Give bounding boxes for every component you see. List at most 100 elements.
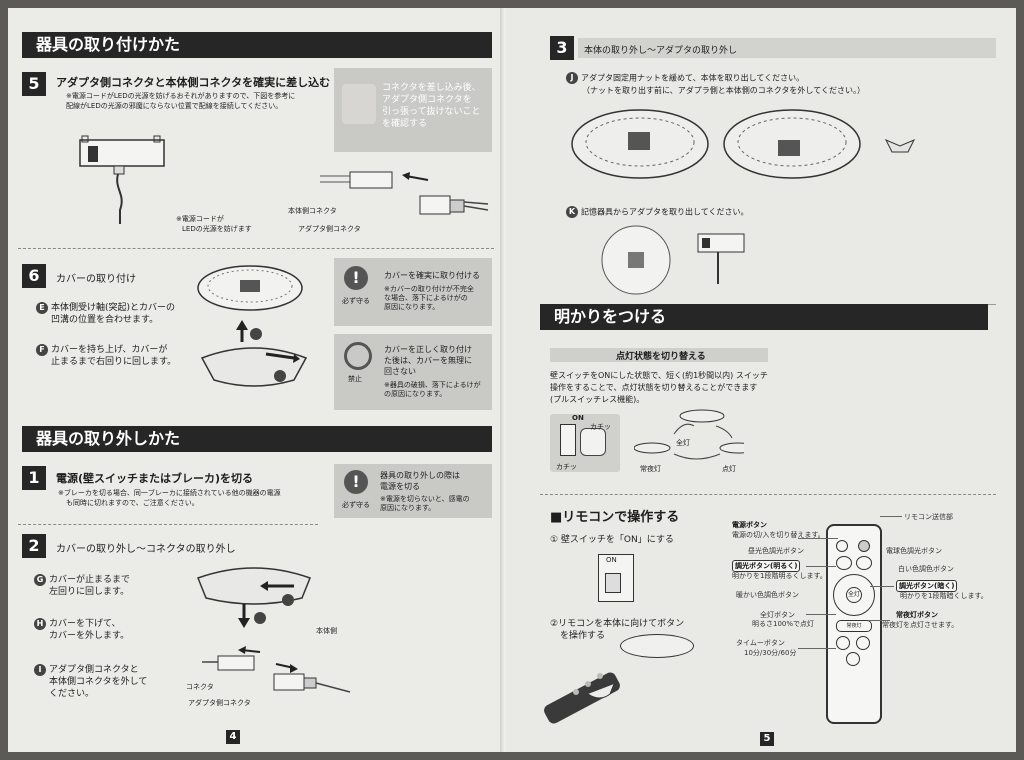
timer-button-3[interactable] (846, 652, 860, 666)
callout-bright-desc: 明かりを1段階明るくします。 (732, 572, 827, 580)
step-number-6: 6 (22, 264, 46, 288)
callout-timer: タイムーボタン (736, 639, 785, 647)
tip-line-2: アダプタ側コネクタを (382, 95, 472, 105)
remote-control-body: 全灯 常夜灯 (826, 524, 882, 724)
switch-desc-2: 操作をすることで、点灯状態を切り替えることができます (550, 383, 758, 392)
item-f-line-2: 止まるまで右回りに回します。 (51, 357, 177, 367)
mark-k: K (566, 206, 578, 218)
left-page: 器具の取り付けかた 5 アダプタ側コネクタと本体側コネクタを確実に差し込む ※電… (8, 8, 504, 752)
warn3-note-1: ※電源を切らないと、感電の (380, 495, 470, 503)
remote-step-1: ① 壁スイッチを「ON」にする (550, 535, 674, 545)
warn2-icon-label: 禁止 (348, 375, 362, 383)
exclamation-icon: ! (344, 470, 368, 494)
timer-button-1[interactable] (836, 636, 850, 650)
warn2-note-2: の原因になります。 (384, 390, 447, 398)
item-h-line-1: カバーを下げて、 (49, 619, 121, 629)
label-night-light: 常夜灯 (640, 465, 661, 473)
item-e-line-1: 本体側受け軸(突起)とカバーの (51, 303, 176, 313)
switch-desc-1: 壁スイッチをONにした状態で、短く(約1秒間以内) スイッチ (550, 371, 768, 380)
item-k-text: 記憶器具からアダプタを取り出してください。 (581, 207, 749, 217)
callout-bulb: 電球色調光ボタン (886, 547, 942, 555)
remove-step-number-2: 2 (22, 534, 46, 558)
section-header-light: 明かりをつける (540, 304, 988, 330)
switch-label-click-1: カチッ (590, 423, 611, 431)
remove-step1-title: 電源(壁スイッチまたはブレーカ)を切る (56, 472, 254, 485)
hand-press-icon (580, 428, 606, 456)
callout-full: 全灯ボタン (760, 611, 795, 619)
step5-caption-2: LEDの光源を妨げます (182, 225, 252, 233)
daylight-button[interactable] (836, 556, 852, 570)
item-i-line-1: アダプタ側コネクタと (49, 665, 139, 675)
cover-install-drawing (194, 262, 320, 416)
callout-warm: 暖かい色調色ボタン (736, 591, 799, 599)
mark-e: E (36, 301, 48, 314)
mark-f: F (36, 343, 48, 356)
callout-dim: 調光ボタン(暗く) (896, 580, 958, 592)
callout-night-desc: 常夜灯を点灯させます。 (882, 621, 959, 629)
warn3-icon-label: 必ず守る (342, 501, 370, 509)
section-header-remove: 器具の取り外しかた (22, 426, 492, 452)
callout-dim-desc: 明かりを1段階暗くします。 (900, 592, 988, 600)
warn2-line-3: 回さない (384, 367, 416, 376)
step3-title: 本体の取り外し～アダプタの取り外し (584, 46, 738, 56)
power-button[interactable] (836, 540, 848, 552)
timer-button-2[interactable] (856, 636, 870, 650)
warn3-note-2: 原因になります。 (380, 504, 436, 512)
connector-remove-drawing (202, 640, 352, 706)
section-header-install: 器具の取り付けかた (22, 32, 492, 58)
remote-step-2-2: を操作する (560, 631, 606, 641)
dpad-ring[interactable]: 全灯 (833, 574, 875, 616)
item-j-line-1: アダプタ固定用ナットを緩めて、本体を取り出してください。 (581, 73, 805, 83)
exclamation-icon: ! (344, 266, 368, 290)
switch-mode-bar (550, 348, 768, 362)
tip-box-connector: コネクタを差し込み後、 アダプタ側コネクタを 引っ張って抜けないこと を確認する (334, 68, 492, 152)
callout-timer-desc: 10分/30分/60分 (744, 649, 797, 657)
label-body-connector: 本体側コネクタ (288, 207, 337, 215)
warn3-line-2: 電源を切る (380, 482, 420, 491)
tip-line-4: を確認する (382, 119, 428, 129)
callout-bright: 調光ボタン(明るく) (732, 560, 801, 572)
warn1-note-2: な場合、落下によるけがの (384, 294, 468, 302)
switch-toggle-icon (560, 424, 576, 456)
transmitter-icon (858, 540, 870, 552)
full-light-key[interactable]: 全灯 (846, 587, 862, 603)
leader-line (806, 614, 836, 615)
warning-box-1: ! 必ず守る カバーを確実に取り付ける ※カバーの取り付けが不完全 な場合、落下… (334, 258, 492, 326)
warn1-icon-label: 必ず守る (342, 297, 370, 305)
tip-line-3: 引っ張って抜けないこと (382, 107, 481, 117)
label-adapter-connector: アダプタ側コネクタ (298, 225, 361, 233)
label-body: 本体側 (316, 627, 337, 635)
callout-daylight: 昼光色調光ボタン (748, 547, 804, 555)
callout-full-desc: 明るさ100%で点灯 (752, 620, 815, 628)
label-off-light: 点灯 (722, 465, 736, 473)
item-g-line-2: 左回りに回します。 (49, 587, 130, 597)
remove-step1-note-2: も同時に切れますので、ご注意ください。 (66, 499, 199, 507)
switch-mode-title: 点灯状態を切り替える (616, 352, 706, 362)
step5-caption-1: ※電源コードが (176, 215, 224, 223)
bulb-color-button[interactable] (856, 556, 872, 570)
item-e-line-2: 凹溝の位置を合わせます。 (51, 315, 159, 325)
warn1-title: カバーを確実に取り付ける (384, 271, 480, 280)
switch-rocker-icon (605, 573, 621, 593)
cover-remove-drawing (194, 564, 324, 636)
book-gutter (500, 8, 510, 752)
connector-drawing (310, 166, 490, 240)
item-i-line-3: ください。 (49, 689, 95, 699)
night-light-key[interactable]: 常夜灯 (836, 620, 872, 632)
step3-header-bar (578, 38, 996, 58)
switch-on-label: ON (606, 556, 617, 564)
mark-i: I (34, 663, 46, 676)
warning-box-3: ! 必ず守る 器具の取り外しの際は 電源を切る ※電源を切らないと、感電の 原因… (334, 464, 492, 518)
remove-step2-title: カバーの取り外し～コネクタの取り外し (56, 544, 236, 555)
leader-line (806, 566, 836, 567)
warning-box-2: 禁止 カバーを正しく取り付け た後は、カバーを無理に 回さない ※器具の破損、落… (334, 334, 492, 410)
mark-h: H (34, 617, 46, 630)
leader-line (880, 516, 902, 517)
warn1-note-1: ※カバーの取り付けが不完全 (384, 285, 474, 293)
